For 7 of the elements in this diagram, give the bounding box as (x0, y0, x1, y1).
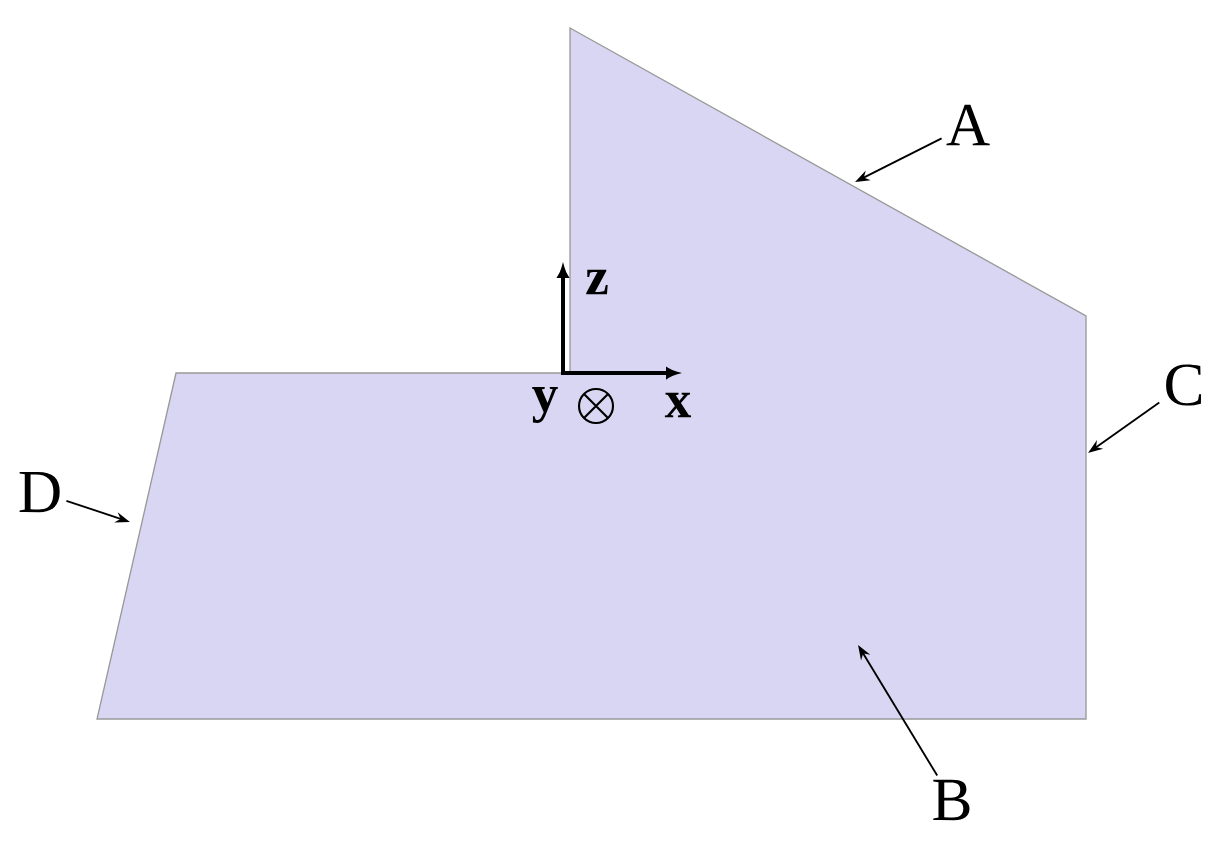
part-letter: A (946, 104, 990, 146)
axis-label: y (532, 387, 558, 423)
part-letter: D (19, 471, 60, 513)
axis-label: z (586, 269, 608, 295)
part-letter: B (933, 779, 970, 821)
axis-label: x (664, 392, 692, 418)
part-letter: C (1166, 364, 1202, 406)
